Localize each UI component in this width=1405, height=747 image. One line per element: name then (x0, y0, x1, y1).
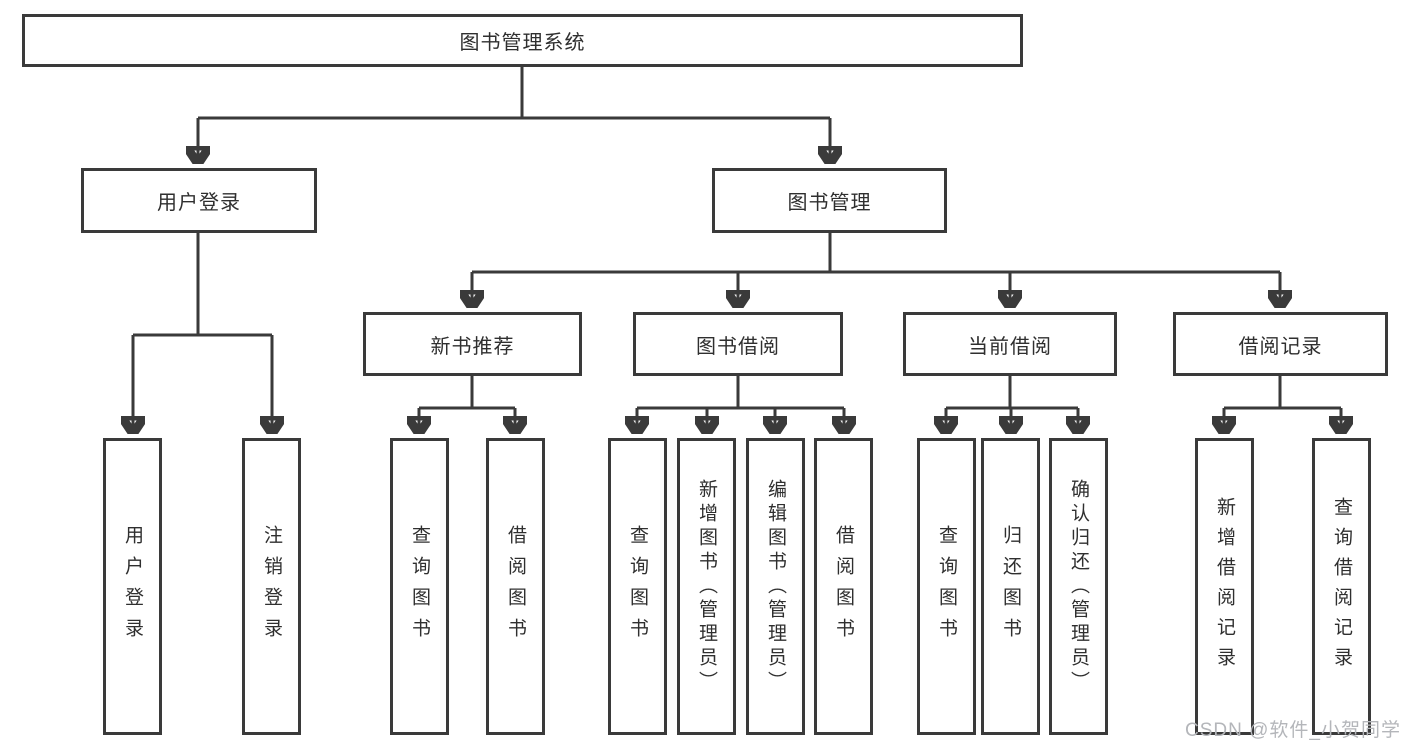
leaf-borrow-books-label: 借阅图书 (833, 524, 854, 649)
leaf-borrow-books: 借阅图书 (814, 438, 873, 735)
node-user-login: 用户登录 (81, 168, 317, 233)
node-book-borrowing: 图书借阅 (633, 312, 843, 376)
connector-borrow-records-split (1224, 376, 1341, 410)
leaf-edit-books-admin-label: 编辑图书（管理员） (765, 478, 786, 695)
leaf-query-books-current: 查询图书 (917, 438, 976, 735)
leaf-query-books-current-label: 查询图书 (936, 524, 957, 649)
leaf-logout: 注销登录 (242, 438, 301, 735)
leaf-user-login: 用户登录 (103, 438, 162, 735)
leaf-add-books-admin-label: 新增图书（管理员） (696, 478, 717, 695)
leaf-return-books: 归还图书 (981, 438, 1040, 735)
leaf-query-borrow-record: 查询借阅记录 (1312, 438, 1371, 735)
node-borrow-records: 借阅记录 (1173, 312, 1388, 376)
leaf-add-borrow-record-label: 新增借阅记录 (1214, 496, 1235, 677)
leaf-user-login-label: 用户登录 (122, 524, 143, 649)
leaf-query-books-recommend: 查询图书 (390, 438, 449, 735)
connector-new-book-split (419, 376, 515, 410)
leaf-add-books-admin: 新增图书（管理员） (677, 438, 736, 735)
leaf-confirm-return-admin-label: 确认归还（管理员） (1068, 478, 1089, 695)
csdn-watermark: CSDN @软件_小贺同学 (1185, 720, 1401, 741)
leaf-edit-books-admin: 编辑图书（管理员） (746, 438, 805, 735)
node-current-borrowing: 当前借阅 (903, 312, 1117, 376)
leaf-return-books-label: 归还图书 (1000, 524, 1021, 649)
leaf-borrow-books-recommend: 借阅图书 (486, 438, 545, 735)
leaf-borrow-books-recommend-label: 借阅图书 (505, 524, 526, 649)
connector-user-login-split (133, 233, 272, 337)
node-book-management: 图书管理 (712, 168, 947, 233)
connector-book-borrow-split (637, 376, 844, 410)
leaf-add-borrow-record: 新增借阅记录 (1195, 438, 1254, 735)
connector-book-management-split (472, 233, 1280, 274)
leaf-confirm-return-admin: 确认归还（管理员） (1049, 438, 1108, 735)
leaf-query-books-recommend-label: 查询图书 (409, 524, 430, 649)
leaf-query-borrow-record-label: 查询借阅记录 (1331, 496, 1352, 677)
leaf-query-books-borrow-label: 查询图书 (627, 524, 648, 649)
connector-current-borrow-split (946, 376, 1078, 410)
node-new-book-recommend: 新书推荐 (363, 312, 582, 376)
node-library-system: 图书管理系统 (22, 14, 1023, 67)
connector-root-split (198, 67, 830, 120)
leaf-logout-label: 注销登录 (261, 524, 282, 649)
leaf-query-books-borrow: 查询图书 (608, 438, 667, 735)
